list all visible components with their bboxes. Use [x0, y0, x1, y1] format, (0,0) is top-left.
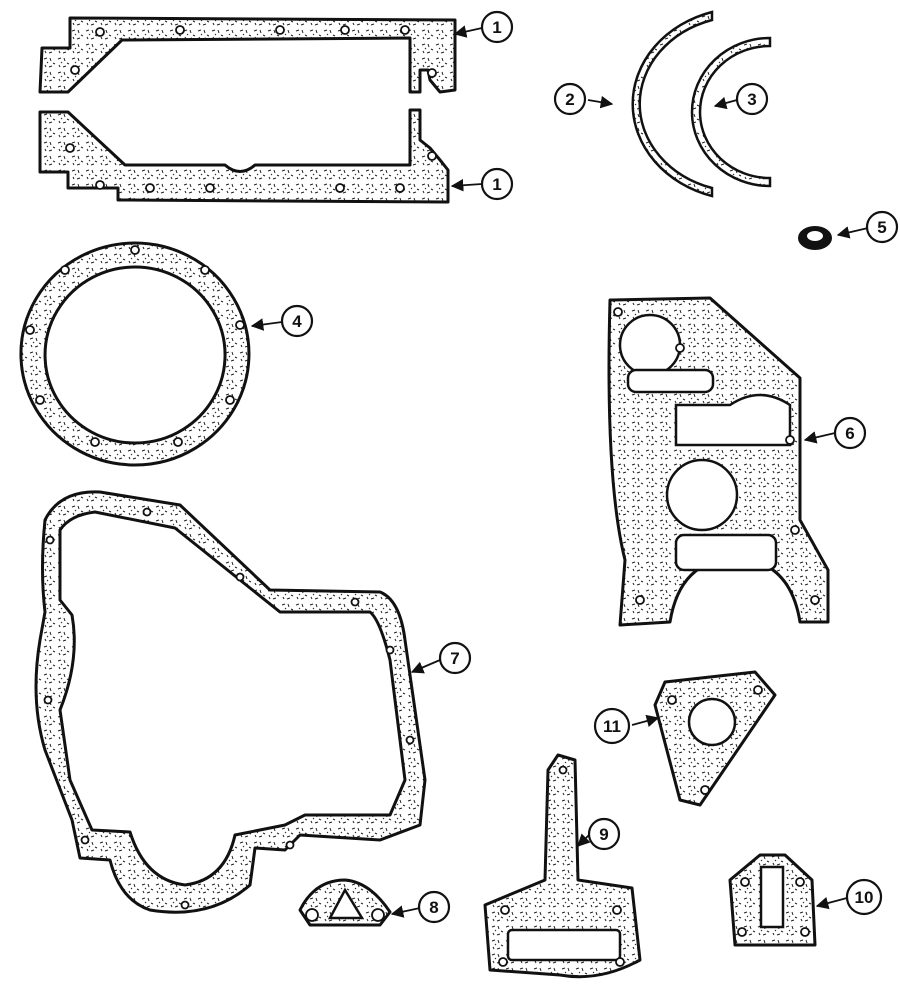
callout-7: 7 [438, 641, 472, 675]
callout-8: 8 [417, 890, 451, 924]
callout-label: 1 [492, 18, 501, 37]
round-flange-gasket [19, 241, 251, 467]
triangular-gasket [653, 670, 777, 807]
small-square-gasket [728, 853, 817, 947]
oil-pan-gasket-lower [38, 108, 450, 204]
callout-label: 8 [429, 898, 438, 917]
front-plate-gasket [607, 296, 830, 627]
callout-label: 7 [450, 649, 459, 668]
callout-9: 9 [587, 817, 621, 851]
t-shaped-gasket [483, 753, 642, 979]
callout-label: 10 [855, 888, 874, 907]
callout-label: 5 [877, 218, 886, 237]
oil-pan-gasket-upper [38, 16, 457, 94]
fuel-pump-gasket [298, 878, 392, 927]
seal-ring [798, 226, 832, 250]
callout-3: 3 [735, 82, 769, 116]
callout-label: 1 [492, 175, 501, 194]
seal-arc-small [690, 36, 772, 188]
callout-2: 2 [553, 82, 587, 116]
callout-6: 6 [833, 416, 867, 450]
callout-label: 4 [292, 312, 302, 331]
callout-11: 11 [593, 707, 631, 745]
callout-label: 6 [845, 424, 854, 443]
callout-4: 4 [280, 304, 314, 338]
callout-1-upper: 1 [480, 10, 514, 44]
callout-label: 9 [599, 825, 608, 844]
callout-5: 5 [865, 210, 899, 244]
callout-1-lower: 1 [480, 167, 514, 201]
callout-10: 10 [845, 878, 883, 916]
seal-arc-large [631, 10, 714, 198]
callout-label: 11 [603, 717, 621, 736]
timing-cover-gasket [34, 490, 427, 914]
callout-label: 3 [747, 90, 756, 109]
callout-label: 2 [565, 90, 574, 109]
leader-lines [250, 25, 869, 918]
